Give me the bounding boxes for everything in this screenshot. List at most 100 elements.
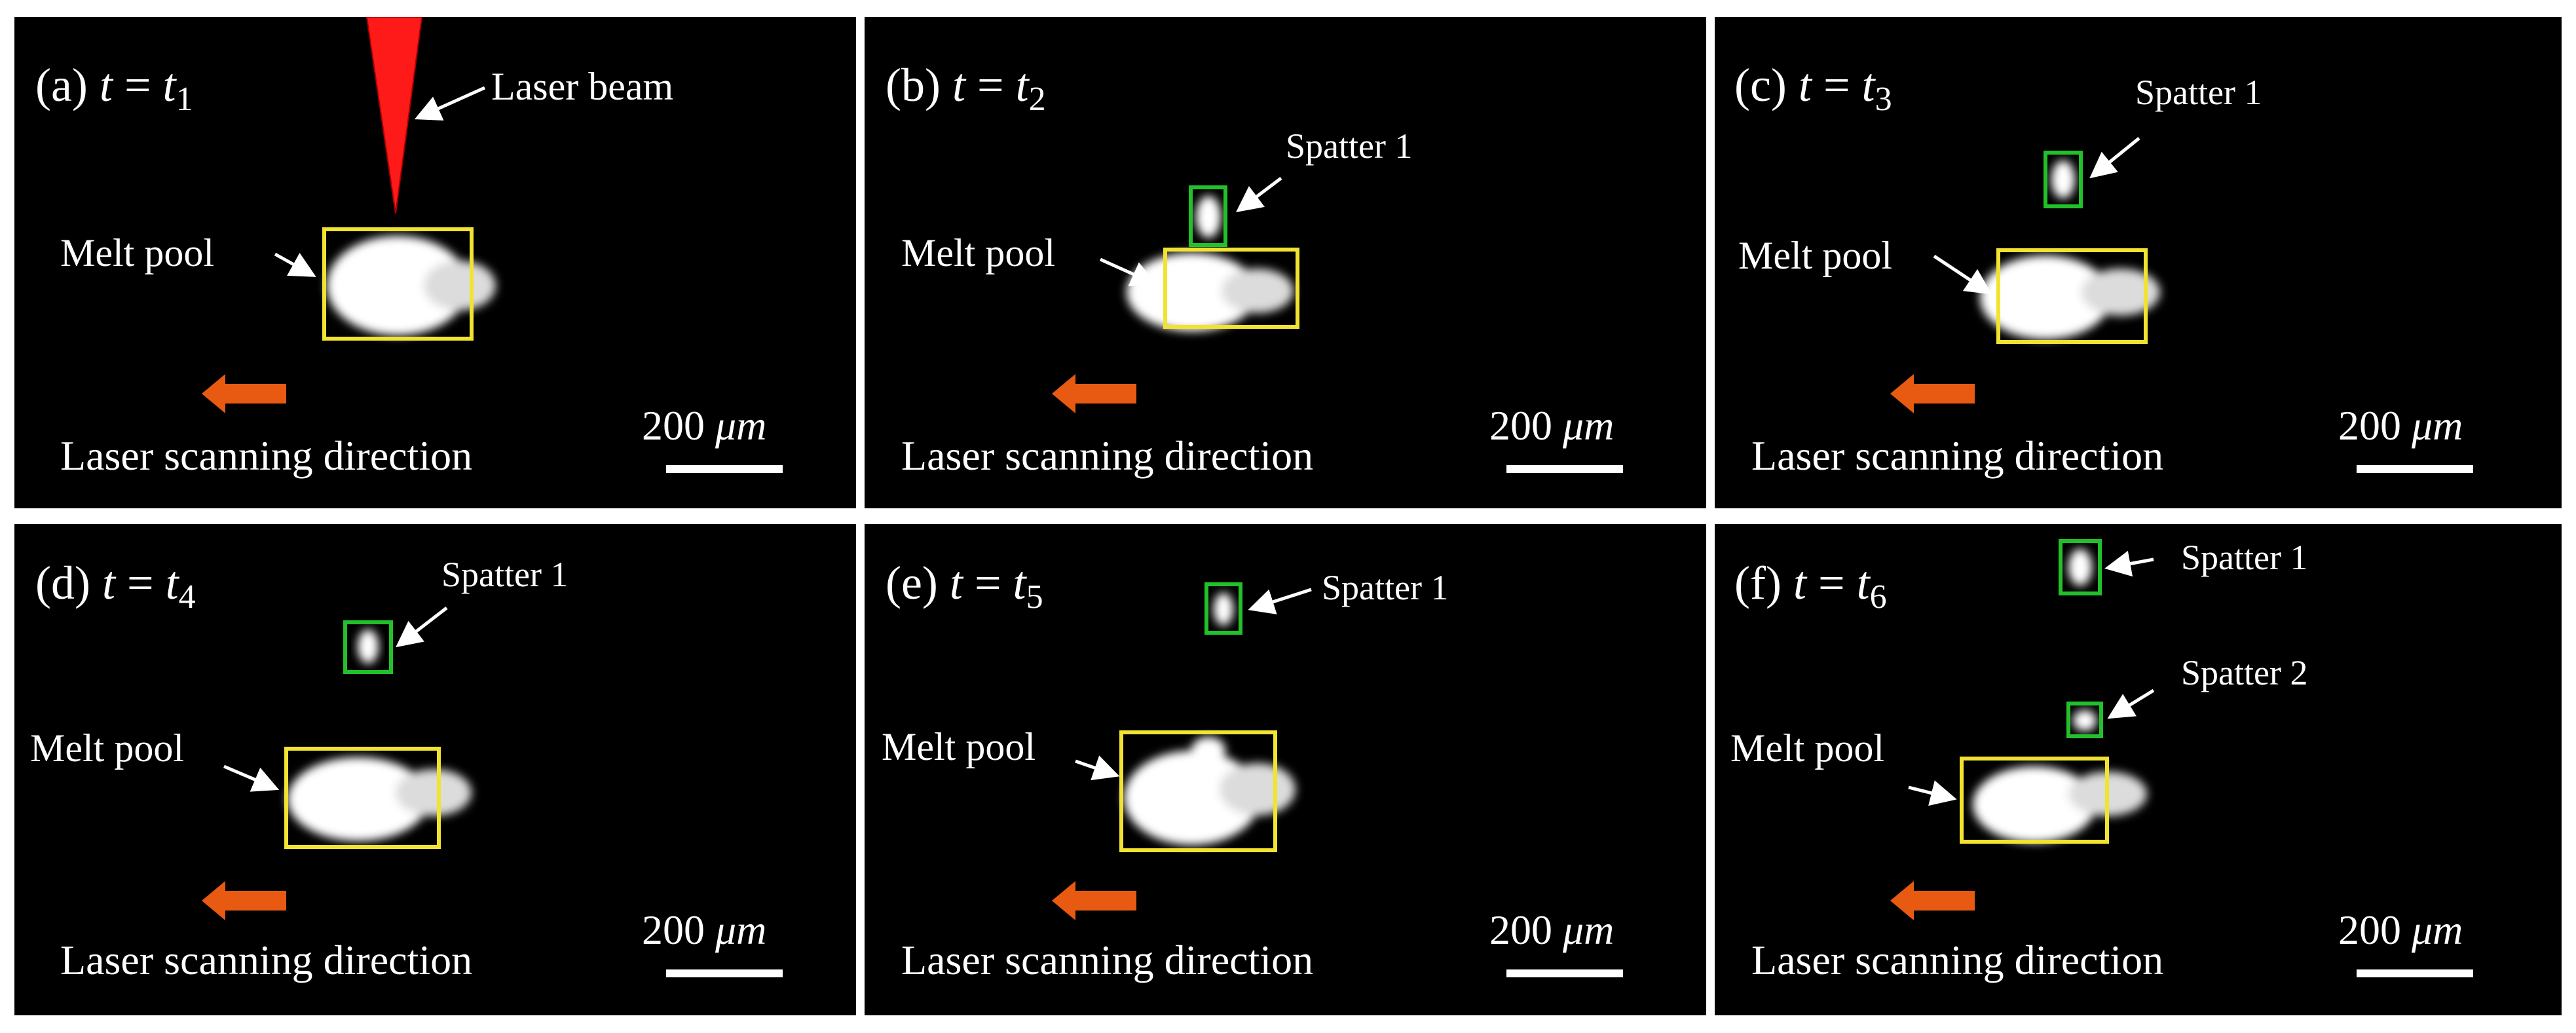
melt-pool-pointer: [1099, 257, 1158, 286]
scale-bar: [666, 465, 783, 473]
panel-f: (f) t = t6 Spatter 1 Spatter 2 Melt pool…: [1715, 524, 2562, 1015]
scale-unit: μm: [2412, 402, 2463, 449]
spatter-1-pointer: [396, 607, 448, 648]
time-value-symbol: t: [165, 557, 179, 609]
laser-beam-label: Laser beam: [491, 65, 674, 108]
spatter-1-label: Spatter 1: [2181, 538, 2308, 577]
scale-bar: [2357, 969, 2473, 977]
scale-value: 200: [2338, 907, 2401, 953]
spatter-1-particle: [2068, 549, 2092, 586]
panel-a: (a) t = t1 Laser beam Melt pool Laser sc…: [14, 17, 856, 508]
scan-direction-label: Laser scanning direction: [60, 432, 473, 479]
scale-value: 200: [642, 402, 705, 449]
melt-pool-blob: [327, 236, 496, 335]
scale-bar-label: 200 μm: [1489, 405, 1614, 447]
melt-pool-box: [1960, 757, 2109, 844]
scan-direction-arrow: [1052, 374, 1136, 413]
scale-unit: μm: [1563, 907, 1615, 953]
melt-pool-blob: [1980, 255, 2160, 339]
spatter-2-label: Spatter 2: [2181, 653, 2308, 692]
melt-pool-pointer: [1933, 254, 1992, 295]
panel-e-graphics: [1052, 582, 1312, 920]
melt-pool-label: Melt pool: [60, 231, 214, 274]
panel-f-label: (f) t = t6: [1734, 559, 1887, 614]
panel-id: (b): [886, 59, 941, 111]
spatter-1-box: [1204, 582, 1242, 635]
panel-e-label: (e) t = t5: [886, 559, 1043, 614]
panel-d: (d) t = t4 Spatter 1 Melt pool Laser sca…: [14, 524, 856, 1015]
time-symbol: t: [102, 557, 115, 609]
melt-pool-box: [322, 227, 474, 341]
scale-bar-label: 200 μm: [642, 909, 766, 951]
panel-f-graphics: [1890, 539, 2155, 920]
spatter-1-pointer: [2089, 137, 2140, 179]
spatter-1-label: Spatter 1: [441, 555, 569, 594]
scale-bar: [2357, 465, 2473, 473]
spatter-1-pointer: [1236, 177, 1282, 213]
scale-unit: μm: [1563, 402, 1615, 449]
scan-direction-label: Laser scanning direction: [901, 937, 1314, 983]
melt-pool-blob: [1124, 737, 1296, 845]
melt-pool-pointer: [1908, 780, 1957, 806]
time-subscript: 2: [1028, 81, 1046, 118]
spatter-1-box: [1189, 185, 1227, 247]
equals-sign: =: [974, 557, 1001, 609]
panel-b: (b) t = t2 Spatter 1 Melt pool Laser sca…: [865, 17, 1706, 508]
laser-beam-cone: [365, 17, 423, 214]
panel-e: (e) t = t5 Spatter 1 Melt pool Laser sca…: [865, 524, 1706, 1015]
time-subscript: 3: [1875, 81, 1892, 118]
spatter-2-pointer: [2107, 688, 2155, 719]
panel-d-label: (d) t = t4: [35, 559, 196, 614]
panel-id: (f): [1734, 557, 1782, 609]
spatter-1-pointer: [1248, 588, 1312, 614]
panel-b-graphics: [1052, 177, 1299, 413]
spatter-1-particle: [358, 629, 379, 664]
time-value-symbol: t: [1013, 557, 1026, 609]
melt-pool-label: Melt pool: [1730, 726, 1884, 770]
melt-pool-box: [1163, 248, 1299, 329]
time-subscript: 6: [1869, 578, 1887, 616]
scale-value: 200: [642, 907, 705, 953]
scan-direction-label: Laser scanning direction: [60, 937, 473, 983]
spatter-1-particle: [1196, 196, 1221, 238]
time-symbol: t: [1793, 557, 1806, 609]
melt-pool-blob: [1973, 766, 2147, 842]
scan-direction-label: Laser scanning direction: [901, 432, 1314, 479]
spatter-1-label: Spatter 1: [1286, 126, 1413, 166]
scale-unit: μm: [715, 907, 767, 953]
melt-pool-label: Melt pool: [1738, 234, 1892, 277]
spatter-1-box: [2044, 151, 2083, 208]
panel-id: (a): [35, 59, 88, 111]
panel-c: (c) t = t3 Spatter 1 Melt pool Laser sca…: [1715, 17, 2562, 508]
melt-pool-blob: [288, 757, 472, 841]
melt-pool-box: [284, 747, 441, 849]
spatter-1-particle: [2051, 160, 2075, 198]
time-value-symbol: t: [1861, 59, 1875, 111]
melt-pool-pointer: [1075, 755, 1120, 781]
panel-c-graphics: [1890, 137, 2160, 413]
time-value-symbol: t: [1015, 59, 1029, 111]
time-subscript: 4: [178, 578, 196, 616]
spatter-2-particle: [2073, 710, 2097, 731]
panel-id: (e): [886, 557, 938, 609]
time-symbol: t: [1798, 59, 1812, 111]
scale-bar: [666, 969, 783, 977]
time-value-symbol: t: [1856, 557, 1870, 609]
scale-bar-label: 200 μm: [2338, 405, 2463, 447]
spatter-1-box: [2059, 539, 2102, 595]
spatter-1-label: Spatter 1: [1322, 568, 1449, 607]
spatter-1-particle: [1214, 593, 1233, 626]
panel-id: (c): [1734, 59, 1787, 111]
melt-pool-box: [1996, 248, 2148, 344]
equals-sign: =: [977, 59, 1004, 111]
scale-value: 200: [1489, 907, 1552, 953]
scan-direction-label: Laser scanning direction: [1751, 432, 2164, 479]
equals-sign: =: [126, 557, 154, 609]
scale-value: 200: [1489, 402, 1552, 449]
time-symbol: t: [99, 59, 113, 111]
panel-c-label: (c) t = t3: [1734, 62, 1892, 117]
scale-bar: [1506, 465, 1623, 473]
scale-bar-label: 200 μm: [2338, 909, 2463, 951]
scale-unit: μm: [2412, 907, 2463, 953]
spatter-1-label: Spatter 1: [2135, 73, 2262, 112]
